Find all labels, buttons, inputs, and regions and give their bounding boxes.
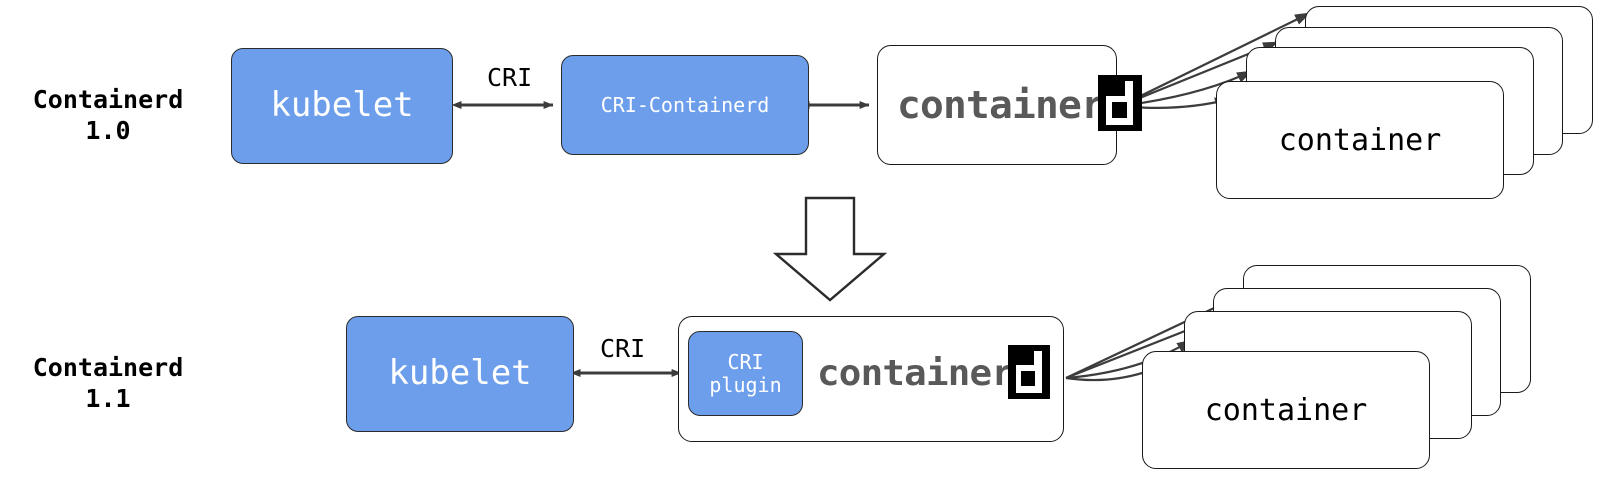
node-kubelet-row2[interactable]: kubelet (346, 316, 574, 432)
container-card-front-row2[interactable]: container (1142, 351, 1430, 469)
node-cri-containerd-row1[interactable]: CRI-Containerd (561, 55, 809, 155)
containerd-logo-row1: container (897, 75, 1143, 131)
container-card-front-row1[interactable]: container (1216, 81, 1504, 199)
edge-label-cri-row1: CRI (487, 63, 533, 92)
containerd-logo-d-mark (1007, 345, 1050, 399)
edge-label-cri-row2: CRI (600, 334, 646, 363)
row-label-containerd-1-1: Containerd 1.1 (32, 353, 184, 414)
containerd-logo-row2: container (817, 345, 1050, 399)
containerd-logo-d-mark (1098, 75, 1143, 131)
down-arrow-icon (772, 196, 888, 302)
containerd-logo-wordmark: container (817, 353, 1014, 394)
node-cri-plugin-row2[interactable]: CRI plugin (688, 331, 803, 416)
containerd-logo-wordmark: container (897, 83, 1105, 127)
row-label-containerd-1-0: Containerd 1.0 (32, 85, 184, 146)
node-containerd-row1[interactable] (877, 45, 1117, 165)
node-kubelet-row1[interactable]: kubelet (231, 48, 453, 164)
